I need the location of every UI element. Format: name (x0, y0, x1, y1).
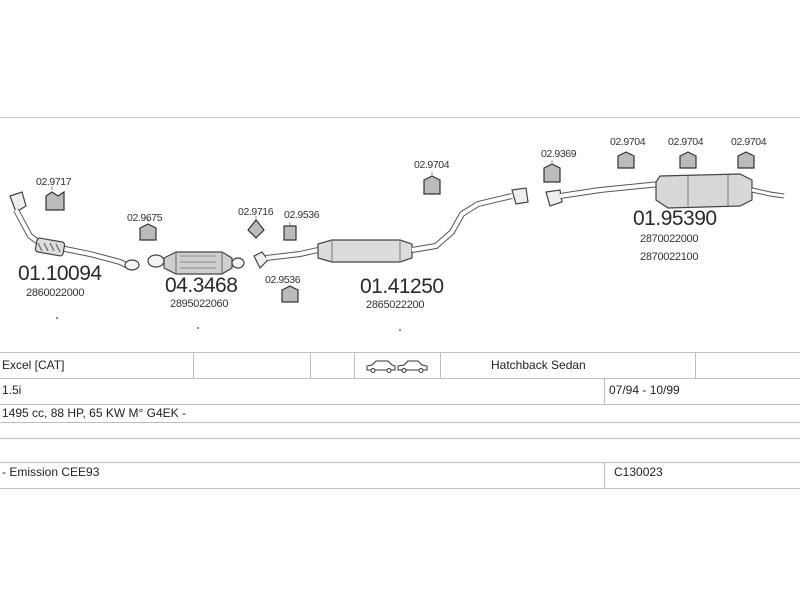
fitting-label: 02.9675 (127, 212, 163, 224)
table-divider (440, 352, 441, 378)
oe-number-label: 2865022200 (366, 299, 425, 311)
table-divider (604, 378, 605, 404)
table-border (0, 488, 800, 489)
model-cell: Excel [CAT] (2, 358, 65, 372)
fitting-label: 02.9536 (284, 209, 320, 221)
table-border (0, 462, 800, 463)
fitting-label: 02.9717 (36, 176, 72, 188)
catalytic-converter-part (147, 251, 245, 275)
part-number-label: 01.95390 (633, 207, 717, 230)
table-divider (354, 352, 355, 378)
code-cell: C130023 (614, 465, 663, 479)
fitting-label: 02.9369 (541, 148, 577, 160)
part-number-label: 01.41250 (360, 275, 444, 298)
fitting-label: 02.9704 (668, 136, 704, 148)
fittings (45, 151, 755, 303)
diagram-top-border (0, 117, 800, 118)
fitting-label: 02.9704 (731, 136, 767, 148)
fitting-label: 02.9704 (414, 159, 450, 171)
table-divider (310, 352, 311, 378)
table-border (0, 422, 800, 423)
table-border (0, 378, 800, 379)
table-divider (193, 352, 194, 378)
fitting-label: 02.9716 (238, 206, 274, 218)
table-border (0, 404, 800, 405)
rear-silencer-part (545, 173, 785, 209)
part-number-label: 01.10094 (18, 262, 102, 285)
middle-silencer-part (253, 187, 529, 270)
fitting-label: 02.9536 (265, 274, 301, 286)
engine-details-cell: 1495 cc, 88 HP, 65 KW M° G4EK - (2, 406, 186, 420)
exhaust-drawing (9, 151, 785, 331)
hatchback-car-icon (366, 360, 396, 371)
oe-number-label: 2860022000 (26, 287, 85, 299)
part-number-label: 04.3468 (165, 274, 238, 297)
engine-cell: 1.5i (2, 383, 22, 397)
oe-number-label: 2870022100 (640, 251, 699, 263)
emission-cell: - Emission CEE93 (2, 465, 100, 479)
years-cell: 07/94 - 10/99 (609, 383, 680, 397)
table-border (0, 352, 800, 353)
oe-number-label: 2895022060 (170, 298, 229, 310)
sedan-car-icon (397, 360, 428, 371)
table-border (0, 438, 800, 439)
table-divider (695, 352, 696, 378)
oe-number-label: 2870022000 (640, 233, 699, 245)
fitting-label: 02.9704 (610, 136, 646, 148)
body-type-icons (366, 358, 428, 377)
body-type-cell: Hatchback Sedan (491, 358, 586, 372)
front-pipe-part (9, 191, 140, 271)
table-divider (604, 462, 605, 488)
